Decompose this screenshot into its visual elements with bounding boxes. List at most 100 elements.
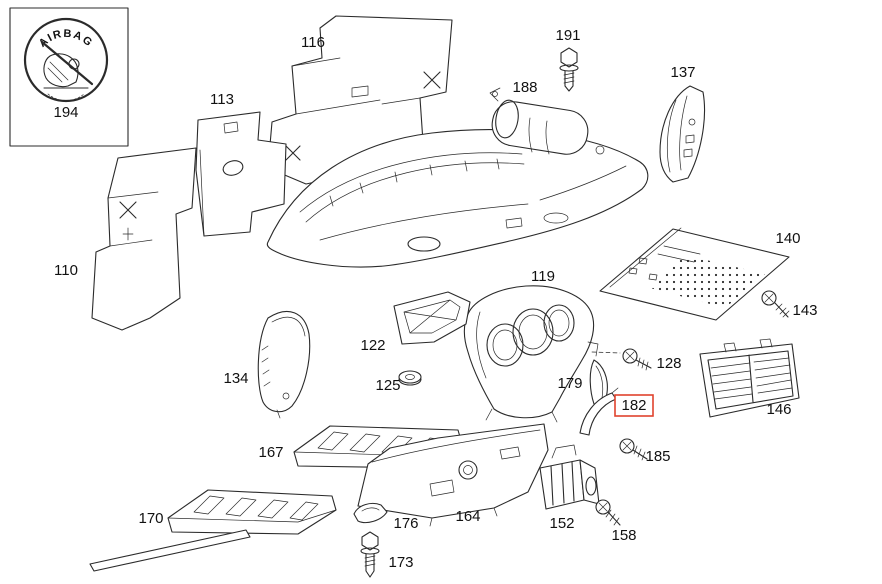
part-158-shaft	[607, 511, 621, 526]
part-182-detail	[611, 387, 619, 394]
part-label-152[interactable]: 152	[549, 515, 574, 532]
part-179-detail	[595, 365, 604, 399]
part-140-perforations	[650, 255, 765, 308]
part-173-shaft	[365, 553, 375, 578]
part-188-body	[491, 101, 589, 155]
part-label-119[interactable]: 119	[531, 268, 555, 285]
part-113-details	[199, 121, 239, 237]
part-152-duct-port	[585, 476, 597, 496]
part-label-125[interactable]: 125	[375, 377, 400, 394]
part-152-louvers	[550, 461, 575, 506]
part-label-194[interactable]: 194	[53, 104, 78, 121]
part-128-leader-line	[591, 351, 621, 354]
part-173-hex-head	[361, 531, 379, 551]
part-label-116[interactable]: 116	[301, 34, 325, 51]
part-label-167[interactable]: 167	[258, 444, 283, 461]
part-128-slot	[625, 351, 635, 361]
part-176-outline	[353, 502, 388, 524]
part-113-hole	[222, 160, 244, 176]
part-191-threads	[563, 72, 575, 84]
part-134-details	[261, 316, 306, 419]
part-125-ring	[398, 370, 422, 384]
part-label-143[interactable]: 143	[792, 302, 817, 319]
part-label-137[interactable]: 137	[670, 64, 695, 81]
part-164-outline	[357, 423, 549, 519]
part-label-134[interactable]: 134	[223, 370, 248, 387]
part-137-hole	[688, 118, 696, 126]
part-label-170[interactable]: 170	[138, 510, 163, 527]
part-label-182[interactable]: 182	[621, 397, 646, 414]
steering-column-opening	[407, 236, 441, 252]
part-label-191[interactable]: 191	[555, 27, 580, 44]
part-158-drawing: 158	[595, 499, 637, 544]
part-167-ridges	[293, 431, 463, 457]
part-128-shaft	[635, 359, 652, 369]
part-137-drawing: 137	[659, 64, 706, 183]
badge-frame	[9, 7, 129, 147]
part-188-bracket	[489, 87, 501, 102]
part-152-bracket	[551, 444, 577, 459]
part-119-details	[476, 311, 599, 423]
part-173-collar	[360, 547, 380, 555]
part-164-hole	[458, 460, 478, 480]
part-label-128[interactable]: 128	[656, 355, 681, 372]
highlight-box-182[interactable]	[614, 394, 654, 417]
part-label-179[interactable]: 179	[557, 375, 582, 392]
part-116-x-marks	[285, 71, 441, 161]
part-185-slot	[622, 441, 632, 451]
part-158-slot	[598, 502, 608, 512]
prohibition-circle-icon	[23, 17, 109, 103]
part-176-detail	[361, 507, 380, 512]
part-158-threads	[605, 509, 620, 526]
part-119-gauge-center	[512, 308, 554, 356]
part-label-188[interactable]: 188	[512, 79, 537, 96]
part-173-threads	[364, 555, 376, 567]
part-152-drawing: 152	[539, 444, 600, 532]
part-119-gauge-center-inner	[518, 314, 548, 350]
part-188-face-lines	[528, 117, 550, 155]
part-143-threads	[775, 303, 790, 318]
part-146-louvers	[710, 357, 793, 400]
part-170-drawing: 170	[89, 489, 337, 572]
part-label-122[interactable]: 122	[360, 337, 385, 354]
part-191-hex-head	[560, 47, 578, 68]
part-170-strip	[89, 529, 251, 572]
part-label-113[interactable]: 113	[210, 91, 234, 108]
part-134-hole	[282, 392, 290, 400]
part-173-drawing: 173	[360, 531, 414, 578]
part-185-shaft	[632, 449, 648, 460]
defroster-slot-ticks	[329, 158, 500, 207]
part-label-185[interactable]: 185	[645, 448, 670, 465]
part-122-outline	[393, 291, 471, 345]
part-188-bolt-hole	[492, 91, 498, 97]
part-119-gauge-left	[486, 323, 524, 367]
part-191-collar	[559, 64, 579, 72]
part-119-drawing: 119	[463, 268, 599, 423]
badge-small-text-arc	[47, 93, 85, 101]
part-label-140[interactable]: 140	[775, 230, 800, 247]
part-label-176[interactable]: 176	[393, 515, 418, 532]
part-128-threads	[637, 357, 649, 371]
part-119-gauge-right	[543, 304, 575, 342]
child-seat-icon	[43, 53, 79, 88]
part-164-drawing: 164	[357, 423, 549, 527]
part-146-drawing: 146	[699, 338, 800, 418]
part-128-drawing: 128	[591, 348, 682, 372]
part-125-hole	[405, 374, 415, 380]
part-label-110[interactable]: 110	[54, 262, 78, 279]
part-137-outline	[659, 85, 706, 183]
part-191-drawing: 191	[555, 27, 581, 92]
part-label-146[interactable]: 146	[766, 401, 791, 418]
part-label-164[interactable]: 164	[455, 508, 480, 525]
part-110-outline	[91, 147, 197, 331]
part-134-outline	[257, 310, 311, 413]
part-label-173[interactable]: 173	[388, 554, 413, 571]
part-label-158[interactable]: 158	[611, 527, 636, 544]
part-164-hole-inner	[463, 465, 473, 475]
part-188-drawing: 188	[489, 79, 589, 155]
part-182-drawing: 182	[579, 387, 654, 436]
dash-small-details	[505, 217, 523, 229]
part-137-details	[666, 95, 695, 173]
